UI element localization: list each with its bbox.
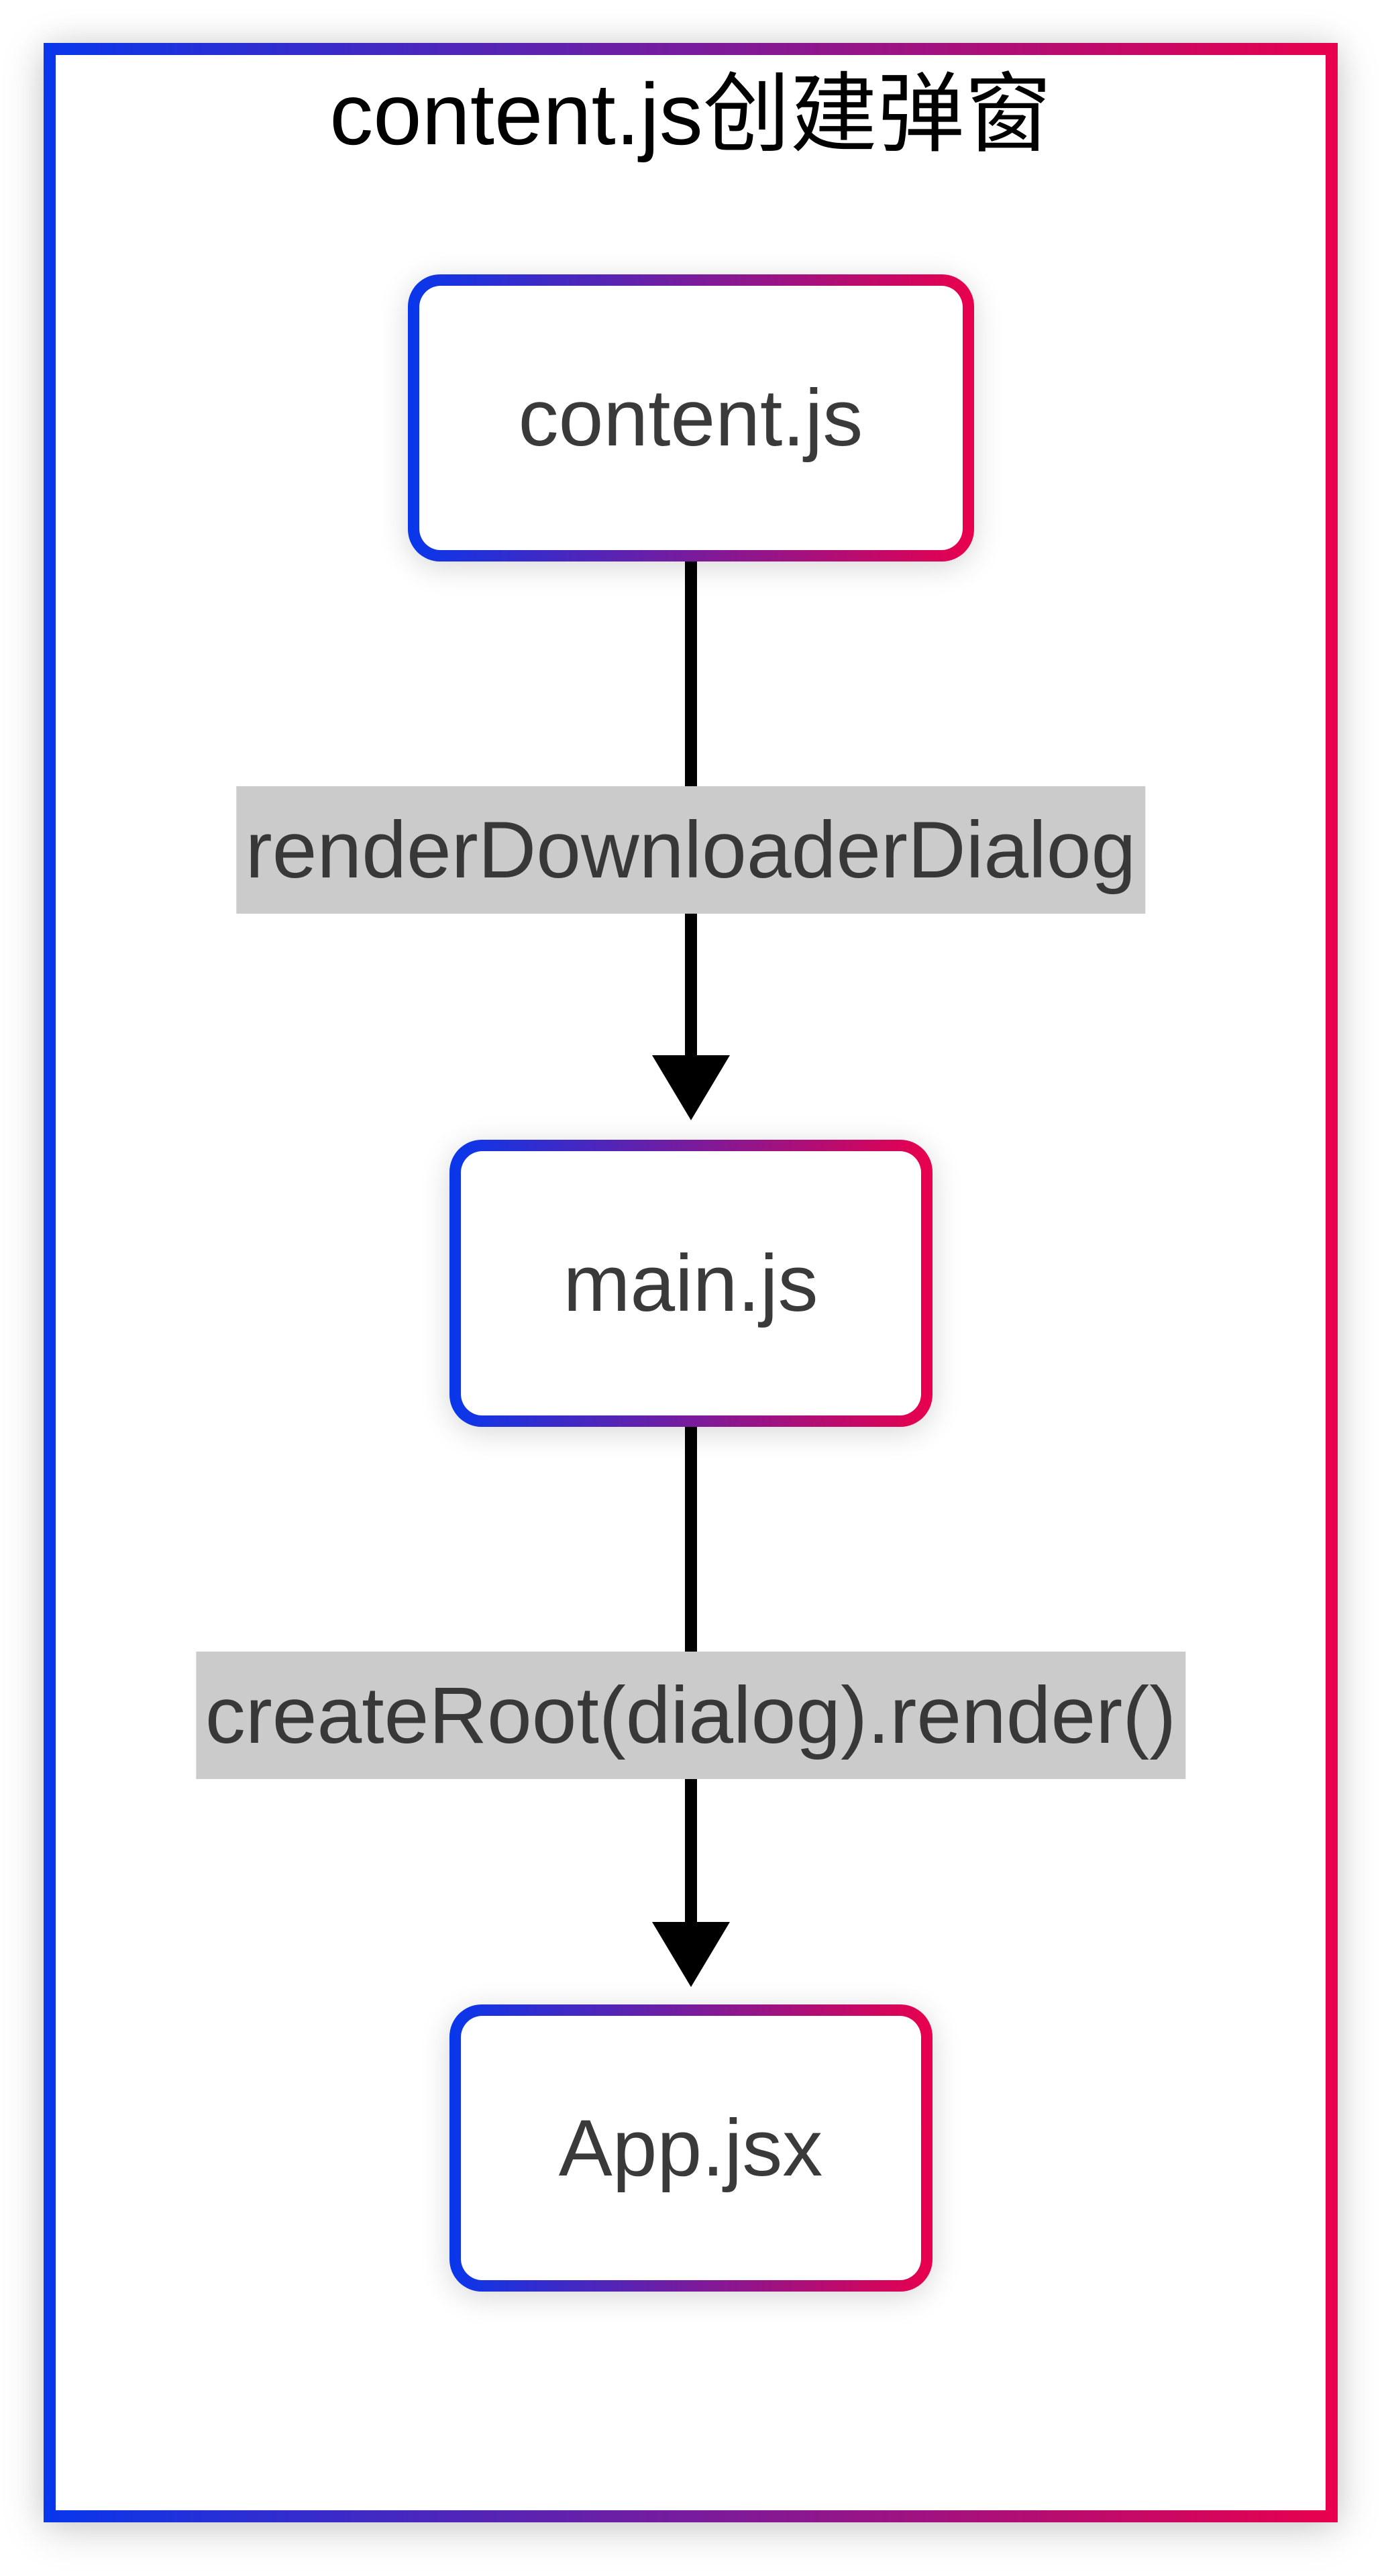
edge-label-createRoot-render: createRoot(dialog).render() — [195, 1652, 1186, 1779]
node-main-js: main.js — [449, 1140, 932, 1427]
diagram-canvas: content.js创建弹窗 content.js renderDownload… — [56, 55, 1326, 2510]
node-app-jsx-label: App.jsx — [460, 2016, 921, 2280]
diagram-frame: content.js创建弹窗 content.js renderDownload… — [44, 43, 1338, 2522]
node-app-jsx: App.jsx — [449, 2004, 932, 2292]
arrow-down-icon — [651, 1055, 730, 1120]
arrow-down-icon — [651, 1922, 730, 1987]
edge-label-renderDownloaderDialog: renderDownloaderDialog — [235, 786, 1146, 914]
node-main-js-label: main.js — [460, 1151, 921, 1415]
node-content-js-label: content.js — [419, 286, 963, 550]
node-content-js: content.js — [407, 274, 974, 561]
diagram-title: content.js创建弹窗 — [329, 65, 1052, 163]
